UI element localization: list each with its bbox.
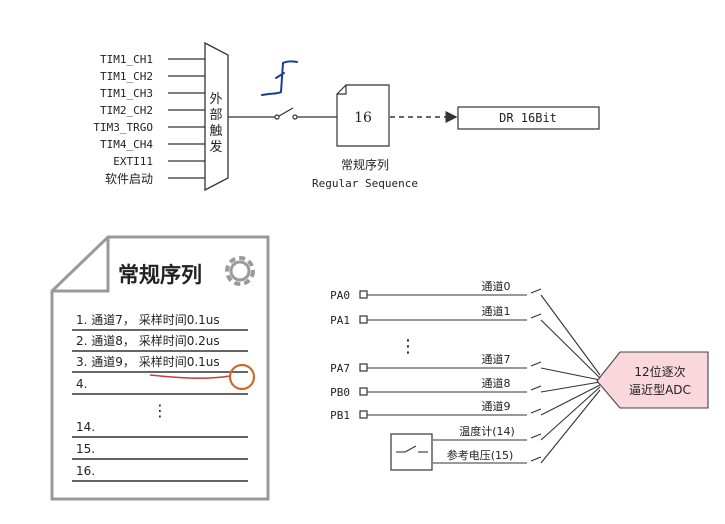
trigger-input-label: TIM2_CH2 <box>100 104 153 117</box>
document-row: 2. 通道8， 采样时间0.2us <box>76 333 220 348</box>
dr-label: DR 16Bit <box>499 111 557 125</box>
svg-text:触: 触 <box>209 124 222 139</box>
sequence-label-cn: 常规序列 <box>341 157 389 172</box>
pins-ellipsis: ⋮ <box>399 336 417 357</box>
trigger-input-label: TIM1_CH3 <box>100 87 153 100</box>
trigger-switch <box>228 107 337 120</box>
trigger-input-labels: TIM1_CH1 TIM1_CH2 TIM1_CH3 TIM2_CH2 TIM3… <box>93 53 153 186</box>
svg-text:外: 外 <box>209 92 222 107</box>
adc-pin-squares <box>359 290 368 419</box>
channel-label: 通道7 <box>482 352 511 366</box>
channel-label: 温度计(14) <box>459 424 515 438</box>
channel-label: 通道9 <box>482 399 511 413</box>
svg-text:部: 部 <box>209 108 222 123</box>
document-row: 3. 通道9， 采样时间0.1us <box>76 354 220 369</box>
red-circle-annotation <box>228 363 256 391</box>
channel-labels: 通道0 通道1 通道7 通道8 通道9 温度计(14) 参考电压(15) <box>447 279 515 462</box>
trigger-input-label: EXTI11 <box>113 155 153 168</box>
document-page <box>50 235 270 501</box>
sequence-box-fold <box>337 85 347 95</box>
red-pointer-annotation <box>149 374 231 380</box>
gear-icon <box>225 256 255 286</box>
adc-label-line1: 12位逐次 <box>634 364 685 379</box>
internal-switch-icon <box>396 445 428 453</box>
channel-label: 通道8 <box>482 376 511 390</box>
pin-label: PB1 <box>330 409 350 422</box>
adc-label-line2: 逼近型ADC <box>629 383 691 397</box>
trigger-input-lines <box>168 58 205 179</box>
pin-label: PA0 <box>330 289 350 302</box>
dr-box <box>457 106 600 130</box>
adc-channel-lines <box>367 288 601 464</box>
mux-label: 外 部 触 发 <box>209 92 222 155</box>
trigger-input-label: TIM1_CH1 <box>100 53 153 66</box>
document-row: 1. 通道7， 采样时间0.1us <box>76 312 220 327</box>
channel-label: 参考电压(15) <box>447 448 514 462</box>
rising-edge-annotation <box>261 60 298 96</box>
document-row: 15. <box>76 442 95 456</box>
pin-label: PB0 <box>330 386 350 399</box>
trigger-input-label: TIM3_TRGO <box>93 121 153 134</box>
document-row: 4. <box>76 377 87 391</box>
sequence-box <box>336 84 390 147</box>
adc-block <box>596 351 709 409</box>
trigger-input-label: TIM1_CH2 <box>100 70 153 83</box>
pin-label: PA7 <box>330 362 350 375</box>
document-title: 常规序列 <box>118 262 202 287</box>
trigger-input-label: TIM4_CH4 <box>100 138 153 151</box>
document-row: 14. <box>76 420 95 434</box>
pin-label: PA1 <box>330 314 350 327</box>
channel-label: 通道1 <box>482 304 511 318</box>
channel-label: 通道0 <box>482 279 511 293</box>
trigger-mux <box>204 41 229 192</box>
document-row: 16. <box>76 464 95 478</box>
adc-pin-labels: PA0 PA1 PA7 PB0 PB1 <box>330 289 350 422</box>
document-rows: 1. 通道7， 采样时间0.1us 2. 通道8， 采样时间0.2us 3. 通… <box>72 312 248 482</box>
svg-text:发: 发 <box>209 139 222 155</box>
sequence-box-value: 16 <box>354 110 372 126</box>
document-row-ellipsis: ⋮ <box>152 401 168 420</box>
sequence-label-en: Regular Sequence <box>312 177 418 190</box>
trigger-input-label: 软件启动 <box>105 172 153 186</box>
document-fold <box>52 237 110 293</box>
